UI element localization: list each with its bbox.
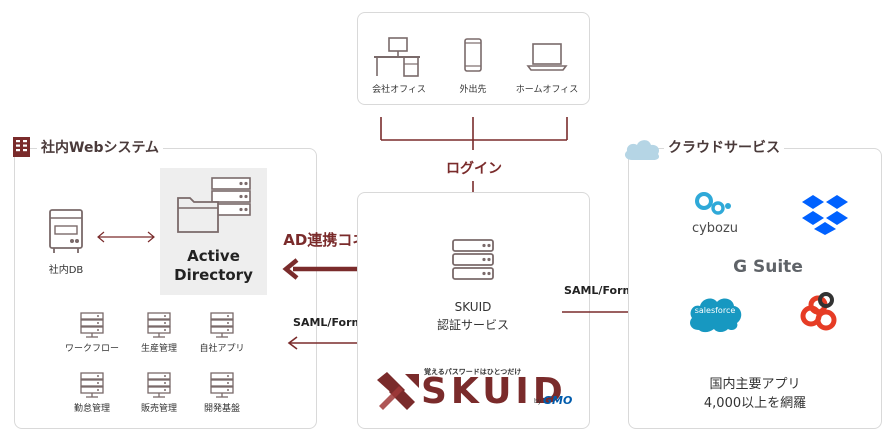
office-label: 会社オフィス — [372, 85, 426, 95]
db-ad-sync-arrow — [97, 231, 155, 243]
cloud-footer-line2: 4,000以上を網羅 — [703, 396, 807, 411]
smartphone-icon — [464, 38, 482, 72]
desk-pc-icon — [374, 37, 420, 77]
app-label: 自社アプリ — [199, 344, 245, 354]
server-icon — [80, 372, 104, 398]
salesforce-cloud-icon — [690, 298, 742, 333]
internal-db-label: 社内DB — [48, 265, 84, 276]
access-locations-box — [357, 12, 590, 105]
cloud-services-panel — [628, 148, 882, 429]
auth-server-icon — [452, 239, 494, 280]
gsuite-logo: G Suite — [733, 257, 803, 277]
server-icon — [210, 312, 234, 338]
cloud-footer-line1: 国内主要アプリ — [709, 377, 801, 392]
salesforce-logo-text: salesforce — [694, 306, 736, 315]
building-icon — [13, 137, 30, 157]
cybozu-logo-icon — [695, 192, 731, 215]
skuid-logo-mark — [377, 372, 419, 410]
dropbox-icon — [802, 195, 848, 235]
laptop-icon — [526, 43, 568, 71]
app-label: 生産管理 — [140, 344, 177, 354]
skuid-service-line1: SKUID — [454, 300, 492, 314]
cloud-icon — [624, 140, 660, 160]
app-label: 勤怠管理 — [73, 404, 110, 414]
app-label: ワークフロー — [64, 344, 119, 354]
cybozu-logo: cybozu — [691, 221, 739, 236]
home-office-label: ホームオフィス — [515, 85, 579, 95]
app-label: 販売管理 — [140, 404, 177, 414]
skuid-logo-by: by — [534, 398, 541, 405]
server-icon — [210, 372, 234, 398]
folder-server-icon — [177, 177, 251, 233]
internal-web-system-title: 社内Webシステム — [37, 137, 164, 157]
database-server-icon — [49, 209, 83, 253]
active-directory-line1: Active — [187, 247, 240, 265]
remote-label: 外出先 — [459, 85, 487, 95]
cloud-services-title: クラウドサービス — [664, 137, 784, 157]
server-icon — [147, 312, 171, 338]
login-label: ログイン — [446, 161, 502, 177]
by-text: by — [534, 398, 542, 405]
server-icon — [147, 372, 171, 398]
collaboration-app-icon — [800, 292, 837, 331]
skuid-logo-text: SKUID — [421, 371, 567, 412]
gmo-logo: GMO — [543, 394, 573, 407]
skuid-service-line2: 認証サービス — [436, 318, 509, 332]
server-icon — [80, 312, 104, 338]
skuid-logo-tagline: 覚えるパスワードはひとつだけ — [424, 368, 522, 376]
app-label: 開発基盤 — [203, 404, 240, 414]
active-directory-line2: Directory — [174, 266, 253, 284]
